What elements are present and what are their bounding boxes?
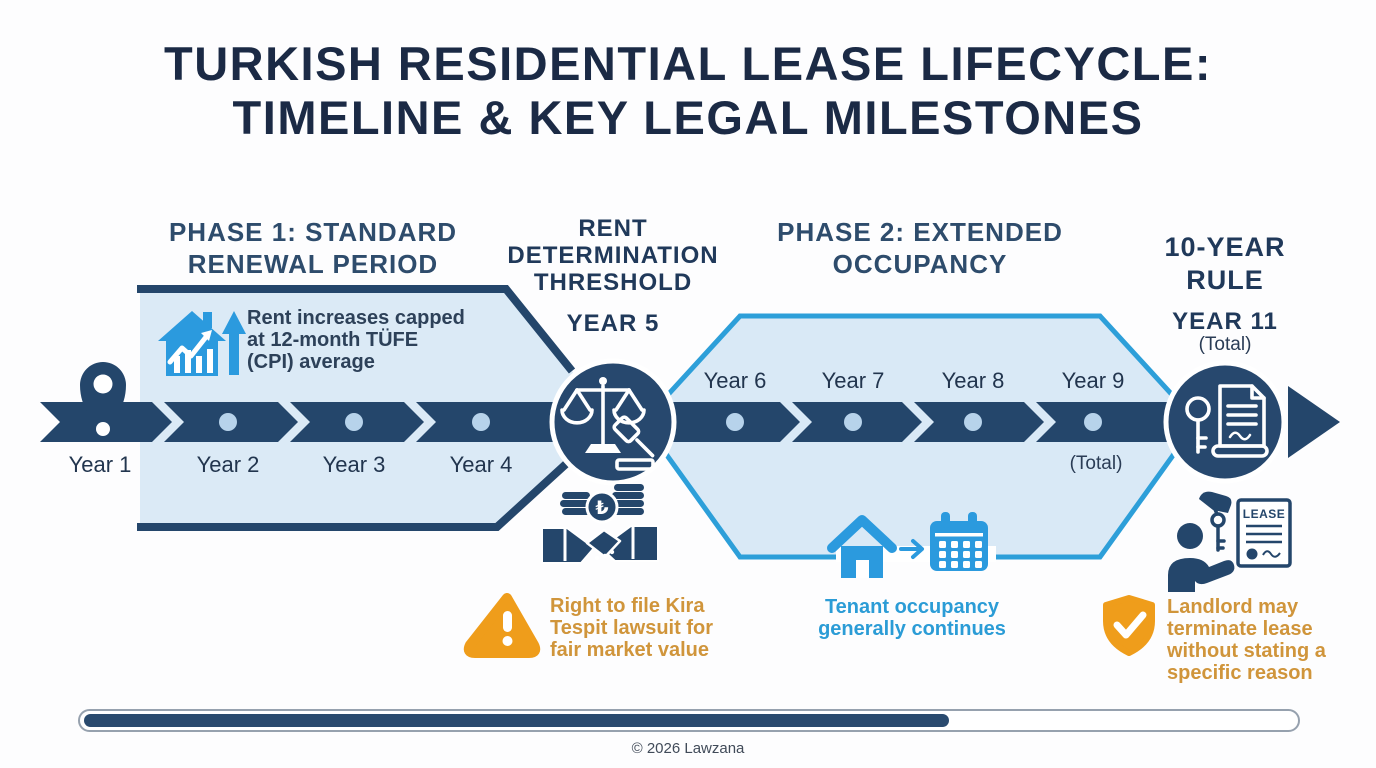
phase1-box-top-border (137, 285, 576, 374)
threshold-note: Right to file Kira Tespit lawsuit for fa… (550, 595, 713, 661)
phase2-heading-line2: OCCUPANCY (832, 249, 1008, 279)
page-title-line1: TURKISH RESIDENTIAL LEASE LIFECYCLE: (163, 37, 1213, 90)
year-label-4: Year 4 (449, 452, 513, 477)
year-label-9: Year 9 (1061, 368, 1125, 393)
progress-bar (78, 709, 1300, 732)
phase2-heading-line1: PHASE 2: EXTENDED (777, 217, 1063, 247)
phase2-total-label: (Total) (1069, 453, 1123, 474)
ten-year-year-label: YEAR 11 (1172, 308, 1278, 335)
page-title-line2: TIMELINE & KEY LEGAL MILESTONES (232, 91, 1144, 144)
year-label-1: Year 1 (68, 452, 132, 477)
house-icon (827, 515, 897, 578)
timeline-dots (219, 413, 1102, 431)
arrow-right-icon (899, 539, 924, 559)
landlord-key-icon (1168, 491, 1235, 592)
year-label-6: Year 6 (703, 368, 767, 393)
phase2-note: Tenant occupancy generally continues (818, 596, 1006, 640)
key-lease-icon (1185, 384, 1269, 458)
phase1-heading-line1: PHASE 1: STANDARD (168, 217, 458, 247)
scales-gavel-icon (560, 377, 655, 471)
copyright-text: © 2026 Lawzana (631, 740, 745, 757)
shield-check-icon (1103, 595, 1155, 656)
rent-determination-milestone (549, 358, 677, 486)
phase1-box-bottom-border (137, 461, 569, 531)
house-price-chart-icon (158, 311, 246, 376)
ten-year-total-label: (Total) (1198, 334, 1252, 355)
threshold-heading-line3: THRESHOLD (533, 269, 693, 296)
lira-symbol: ₺ (595, 498, 608, 519)
progress-bar-fill (84, 714, 949, 727)
calendar-icon (930, 512, 988, 571)
year-label-7: Year 7 (821, 368, 885, 393)
year-label-8: Year 8 (941, 368, 1005, 393)
ten-year-heading-line1: 10-YEAR (1164, 232, 1286, 262)
threshold-heading: RENT DETERMINATION THRESHOLD (507, 215, 718, 296)
lease-doc-title: LEASE (1243, 507, 1286, 521)
location-pin-icon (80, 362, 126, 437)
phase2-heading: PHASE 2: EXTENDED OCCUPANCY (777, 216, 1063, 280)
threshold-year-label: YEAR 5 (566, 310, 660, 337)
year-label-3: Year 3 (322, 452, 386, 477)
ten-year-note: Landlord may terminate lease without sta… (1167, 596, 1326, 684)
ten-year-heading: 10-YEAR RULE (1164, 231, 1285, 297)
ten-year-heading-line2: RULE (1186, 265, 1264, 295)
phase1-note: Rent increases capped at 12-month TÜFE (… (247, 307, 465, 373)
timeline-arrowhead-icon (1288, 386, 1340, 458)
handshake-payment-icon: ₺ (541, 484, 659, 564)
phase1-heading-line2: RENEWAL PERIOD (187, 249, 439, 279)
year-label-2: Year 2 (196, 452, 260, 477)
ten-year-milestone (1163, 360, 1287, 484)
lease-document-icon: LEASE (1236, 498, 1292, 568)
warning-icon (463, 593, 541, 658)
threshold-heading-line2: DETERMINATION (507, 242, 719, 269)
phase1-heading: PHASE 1: STANDARD RENEWAL PERIOD (169, 216, 457, 280)
threshold-heading-line1: RENT (578, 215, 648, 242)
